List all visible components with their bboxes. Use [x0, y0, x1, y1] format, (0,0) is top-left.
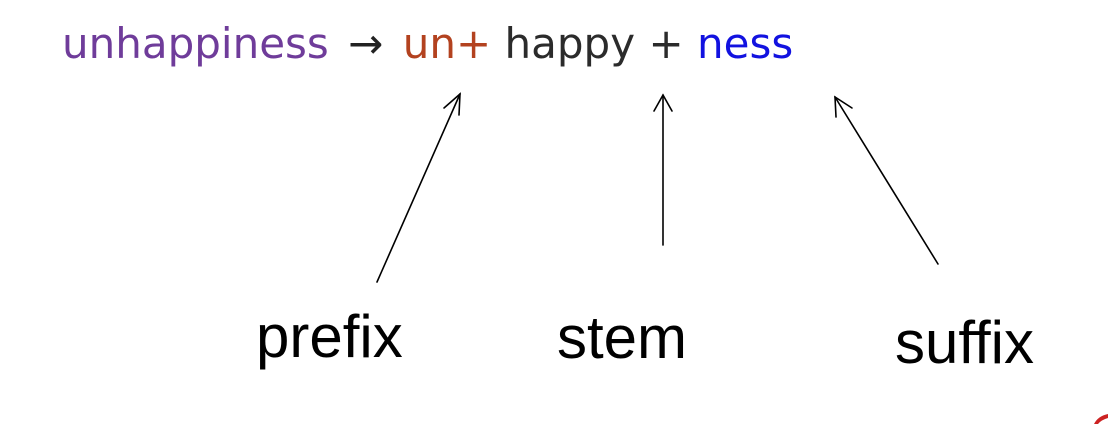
stem-pointer-arrow [653, 93, 673, 246]
prefix-pointer-arrow [376, 92, 461, 283]
corner-accent-mark [1094, 414, 1108, 424]
suffix-label: suffix [895, 309, 1034, 376]
suffix-pointer-arrow [834, 95, 939, 265]
derivation-arrow-icon: → [348, 19, 384, 68]
plus-sign: + [648, 19, 684, 68]
stem-label: stem [557, 304, 688, 371]
source-word: unhappiness [62, 19, 329, 68]
prefix-morpheme: un+ [402, 19, 492, 68]
stem-morpheme: happy [504, 19, 636, 68]
suffix-morpheme: ness [697, 19, 794, 68]
prefix-label: prefix [256, 303, 403, 370]
word-breakdown-line: unhappiness → un+ happy + ness [62, 14, 793, 74]
